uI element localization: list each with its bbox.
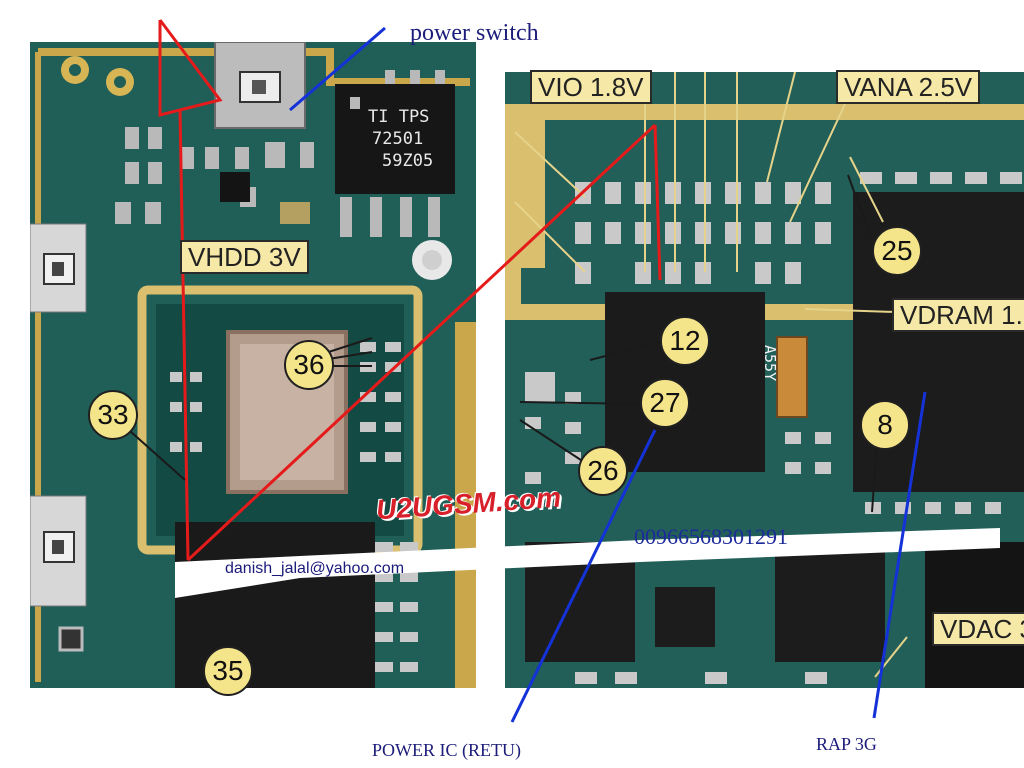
tps-chip-text-2: 72501 (372, 129, 424, 149)
tps-chip-text-1: TI TPS (368, 107, 430, 127)
power-switch-label: power switch (410, 20, 539, 46)
marker-33: 33 (88, 390, 138, 440)
marker-27: 27 (640, 378, 690, 428)
right-pcb-photo (505, 72, 1024, 688)
rap-3g-caption: RAP 3G (816, 734, 877, 754)
marker-25: 25 (872, 226, 922, 276)
right-pcb-artwork (505, 72, 1024, 688)
marker-12: 12 (660, 316, 710, 366)
tps-chip-text-3: 59Z05 (382, 151, 434, 171)
marker-leaders (111, 174, 878, 513)
marker-8: 8 (860, 400, 910, 450)
vhdd-3v-label: VHDD 3V (180, 240, 309, 274)
marker-26: 26 (578, 446, 628, 496)
vdram-label: VDRAM 1. (892, 298, 1024, 332)
contact-phone: 00966568301291 (634, 524, 788, 549)
left-pcb-artwork (30, 42, 476, 688)
blue-connector-lines (289, 26, 927, 723)
a55y-component-text: A55Y (761, 345, 779, 382)
marker-36: 36 (284, 340, 334, 390)
red-connector-lines (158, 19, 662, 562)
vana-2-5v-label: VANA 2.5V (836, 70, 981, 104)
contact-strip (175, 528, 1000, 598)
left-pcb-photo (30, 42, 476, 688)
vdac-label: VDAC 3 (932, 612, 1024, 646)
power-ic-caption: POWER IC (RETU) (372, 740, 521, 760)
vio-1-8v-label: VIO 1.8V (530, 70, 652, 104)
contact-email: danish_jalal@yahoo.com (225, 560, 405, 577)
marker-35: 35 (203, 646, 253, 696)
